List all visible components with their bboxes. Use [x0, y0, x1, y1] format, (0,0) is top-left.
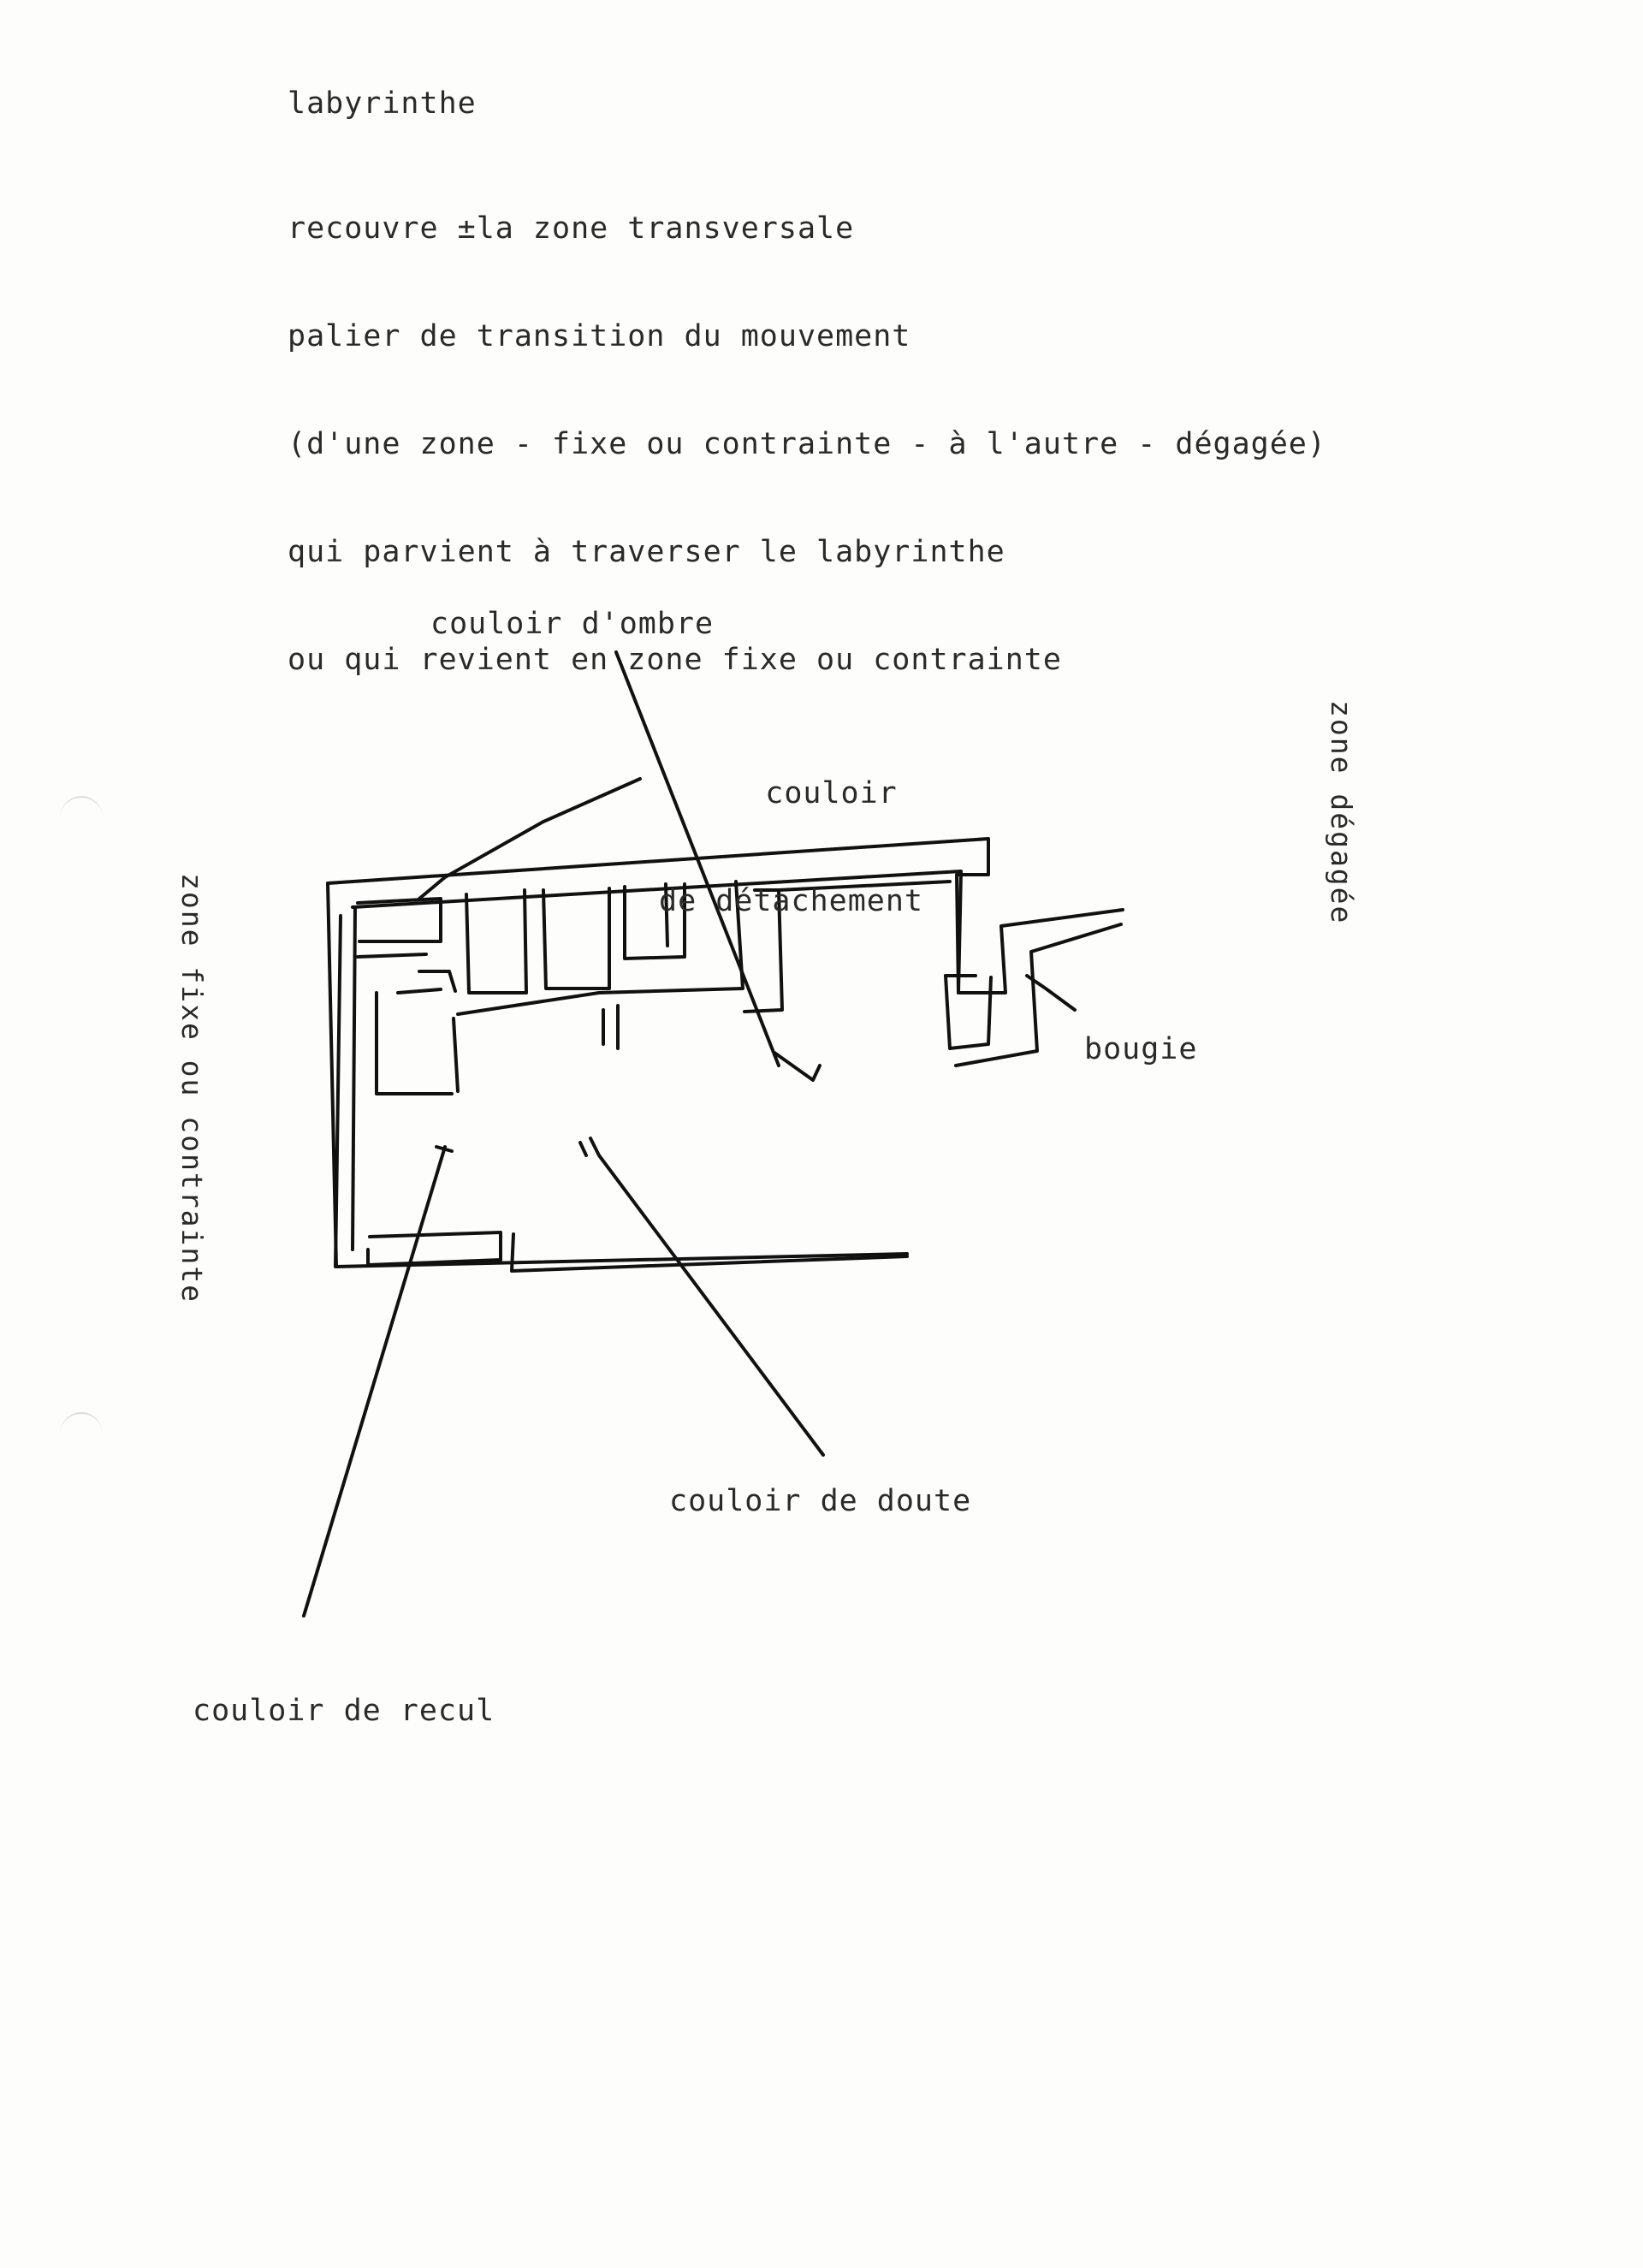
label-zone-fixe: zone fixe ou contrainte [175, 873, 209, 1303]
maze-inner-wall [351, 870, 963, 994]
intro-line: recouvre ±la zone transversale [288, 211, 855, 246]
maze-inner-wall [954, 923, 1123, 1067]
label-couloir-detachement: couloir de détachement [659, 704, 923, 991]
maze-inner-wall [351, 905, 357, 1251]
label-bougie: bougie [1084, 1032, 1198, 1066]
label-couloir-ombre: couloir d'ombre [430, 607, 715, 641]
label-line: de détachement [659, 884, 924, 918]
page-title: labyrinthe [288, 86, 477, 121]
intro-line: (d'une zone - fixe ou contrainte - à l'a… [288, 427, 1326, 461]
intro-line: ou qui revient en zone fixe ou contraint… [288, 643, 1062, 677]
maze-inner-wall [743, 888, 784, 1013]
label-zone-degagee: zone dégagée [1325, 700, 1358, 925]
maze-inner-wall [944, 974, 993, 1050]
maze-inner-wall [777, 880, 952, 892]
pointer-detachement [418, 777, 642, 900]
maze-inner-wall [623, 882, 686, 960]
pointer-ombre [614, 650, 822, 1082]
maze-inner-wall [510, 1232, 909, 1273]
maze-inner-wall [366, 1231, 502, 1267]
label-couloir-recul: couloir de recul [193, 1694, 495, 1728]
maze-inner-wall [418, 970, 457, 993]
maze-inner-wall [542, 887, 611, 990]
pointer-doute [578, 1137, 825, 1457]
maze-inner-wall [356, 897, 442, 943]
pointer-recul [302, 1145, 454, 1618]
label-line: couloir [765, 776, 898, 810]
maze-outer-wall [326, 882, 338, 1268]
maze-inner-wall [356, 953, 428, 959]
maze-inner-wall [664, 882, 669, 947]
intro-line: palier de transition du mouvement [288, 319, 911, 353]
maze-inner-wall [375, 991, 454, 1095]
maze-inner-wall [456, 880, 744, 1016]
punch-hole-mark [60, 1412, 103, 1457]
maze-inner-wall [465, 888, 528, 994]
intro-line: qui parvient à traverser le labyrinthe [288, 535, 1005, 569]
label-couloir-doute: couloir de doute [669, 1484, 972, 1518]
maze-inner-wall [452, 1017, 460, 1093]
pointer-bougie [1025, 974, 1077, 1012]
intro-text: recouvre ±la zone transversale palier de… [288, 139, 1326, 750]
punch-hole-mark [60, 796, 103, 840]
maze-inner-wall [396, 988, 442, 994]
